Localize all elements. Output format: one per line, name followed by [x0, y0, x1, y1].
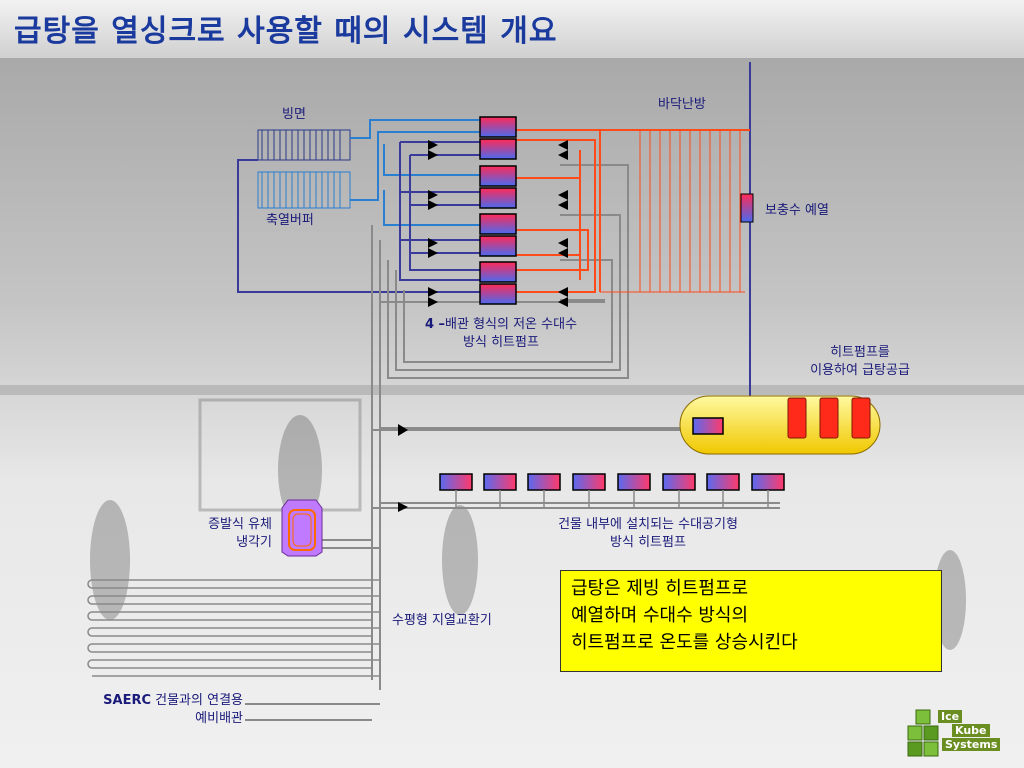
hot-water-tank — [679, 395, 881, 455]
label-building-hp-line1: 건물 내부에 설치되는 수대공기형 — [558, 517, 738, 532]
main-pipes — [237, 141, 480, 293]
logo-text-1: Ice — [938, 710, 963, 723]
label-saerc-connection: SAERC 건물과의 연결용 예비배관 — [30, 692, 243, 728]
label-evaporative-cooler: 증발식 유체 냉각기 — [150, 516, 272, 552]
ice-kube-logo: Ice Kube Systems — [904, 706, 1014, 762]
label-hot-water-line2: 이용하여 급탕공급 — [810, 363, 910, 378]
label-building-heat-pump: 건물 내부에 설치되는 수대공기형 방식 히트펌프 — [510, 516, 786, 552]
label-hot-water-supply: 히트펌프를 이용하여 급탕공급 — [775, 344, 945, 380]
summary-note: 급탕은 제빙 히트펌프로 예열하며 수대수 방식의 히트펌프로 온도를 상승시킨… — [560, 570, 942, 672]
note-line3: 히트펌프로 온도를 상승시킨다 — [571, 632, 798, 653]
building-heat-pumps — [439, 473, 785, 491]
note-line1: 급탕은 제빙 히트펌프로 — [571, 578, 749, 599]
label-ice-surface: 빙면 — [282, 107, 306, 122]
ice-surface-coil — [257, 129, 351, 161]
page-title: 급탕을 열싱크로 사용할 때의 시스템 개요 — [14, 14, 558, 49]
label-hot-water-line1: 히트펌프를 — [830, 345, 890, 360]
floor-heating-coil — [600, 130, 745, 293]
label-makeup-preheat: 보충수 예열 — [765, 203, 829, 218]
label-water-heat-pump-line1: 배관 형식의 저온 수대수 — [445, 317, 578, 332]
heat-pump-units — [479, 116, 517, 305]
storage-buffer-coil — [257, 171, 351, 209]
hot-pipes — [516, 129, 750, 293]
makeup-preheat-exchanger — [740, 193, 754, 223]
evaporative-cooler — [281, 499, 323, 557]
logo-cubes-icon — [907, 709, 939, 757]
note-line2: 예열하며 수대수 방식의 — [571, 605, 749, 626]
grey-pipes — [245, 164, 780, 721]
label-evap-line2: 냉각기 — [236, 535, 272, 550]
label-water-heat-pump-prefix: 4 – — [424, 317, 446, 332]
label-evap-line1: 증발식 유체 — [208, 517, 272, 532]
pump-icons — [398, 140, 568, 512]
building-heat-pump-risers — [455, 490, 769, 508]
logo-text-2: Kube — [952, 724, 990, 737]
cold-pipes — [350, 119, 480, 226]
label-building-hp-line2: 방식 히트펌프 — [610, 535, 686, 550]
title-bar: 급탕을 열싱크로 사용할 때의 시스템 개요 — [0, 0, 1024, 58]
label-water-heat-pump-line2: 방식 히트펌프 — [463, 335, 539, 350]
label-saerc-line2: 예비배관 — [195, 711, 243, 726]
label-saerc-bold: SAERC — [103, 693, 151, 708]
ground-heat-exchanger — [87, 579, 380, 677]
label-floor-heating: 바닥난방 — [658, 97, 706, 112]
rink-background-art — [0, 385, 1024, 650]
label-storage-buffer: 축열버퍼 — [266, 213, 314, 228]
label-water-heat-pump: 4 –배관 형식의 저온 수대수 방식 히트펌프 — [390, 316, 612, 352]
label-ground-hx: 수평형 지열교환기 — [392, 613, 492, 628]
logo-text-3: Systems — [942, 738, 1001, 751]
label-saerc-line1: 건물과의 연결용 — [151, 693, 243, 708]
